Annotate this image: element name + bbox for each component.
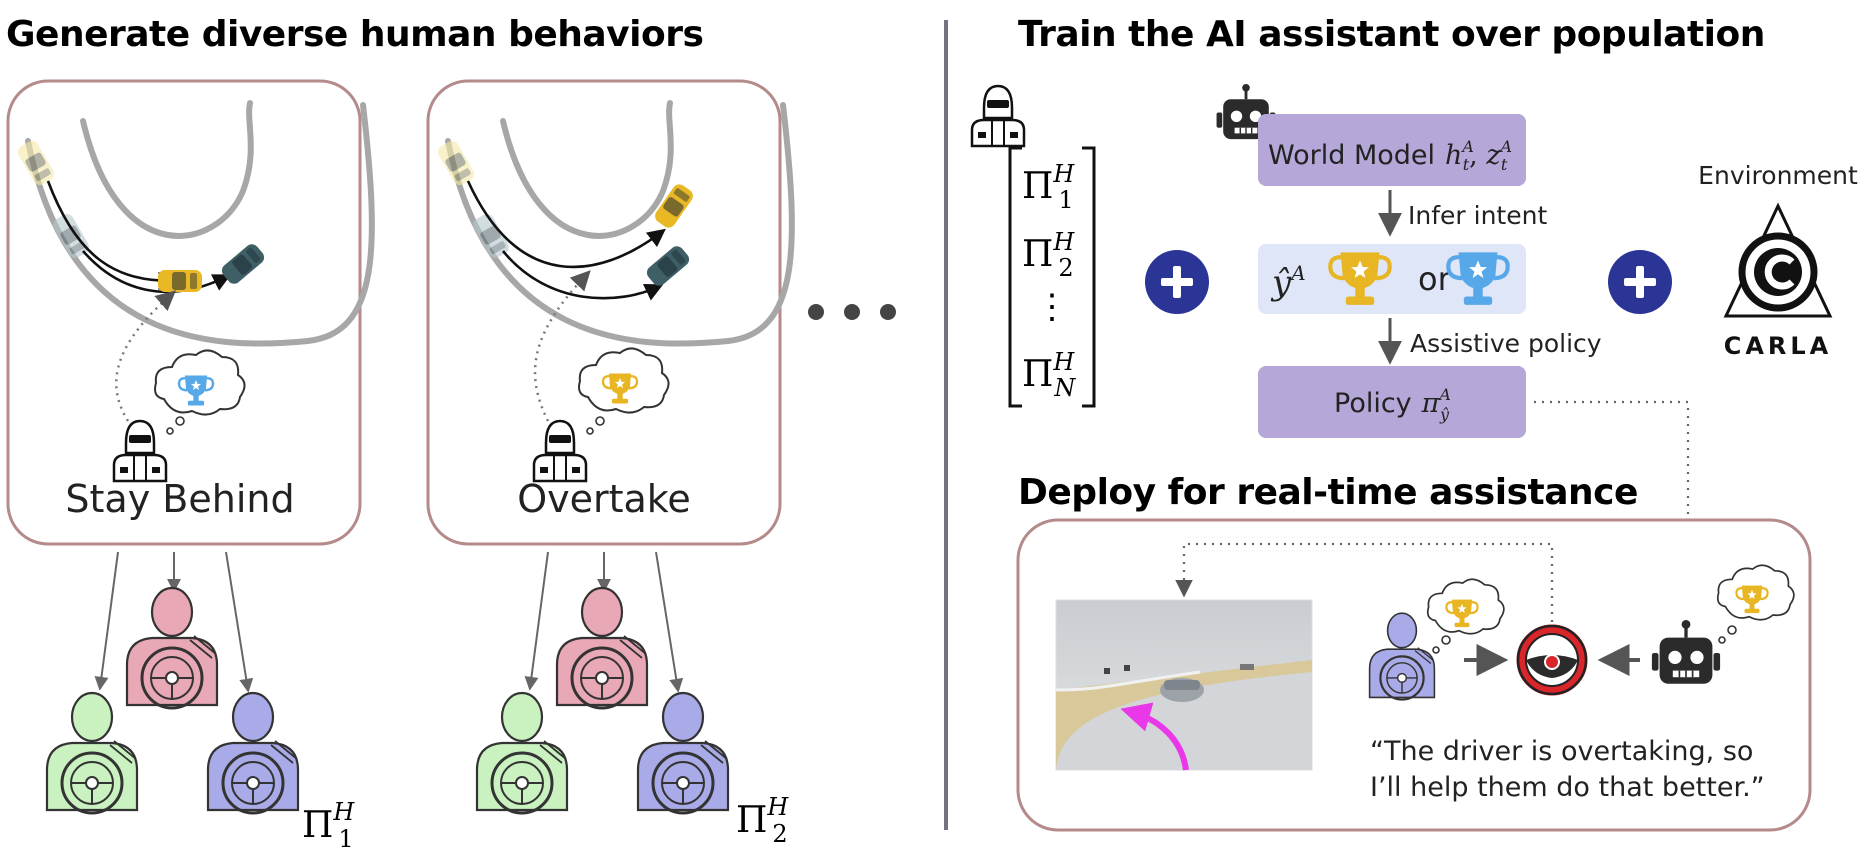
green-driver-icon	[475, 691, 569, 815]
plus-icon	[1608, 250, 1672, 314]
overtake-label: Overtake	[517, 477, 691, 521]
track-inner-line	[80, 100, 254, 239]
racer-driver-icon	[970, 84, 1026, 148]
ellipsis	[808, 304, 896, 320]
matrix-right-bracket	[1082, 146, 1096, 408]
intent-or-label: or	[1418, 260, 1452, 298]
carla-logo-icon	[1723, 202, 1833, 318]
trajectory-arrow	[501, 250, 664, 301]
spawn-arrow	[94, 551, 119, 691]
purple-driver-icon	[206, 691, 300, 815]
yellow-car-icon	[158, 270, 202, 292]
magenta-turn-arrow	[1120, 702, 1189, 771]
world-model-box	[1258, 114, 1526, 186]
intent-box	[1258, 244, 1526, 314]
plus-icon	[1145, 250, 1209, 314]
ellipsis-dot	[808, 304, 824, 320]
policy-box	[1258, 366, 1526, 438]
spawn-arrow	[225, 551, 254, 693]
assistive-policy-label: Assistive policy	[1410, 329, 1602, 358]
track-outer-line	[25, 102, 375, 347]
green-driver-icon	[45, 691, 139, 815]
track-outer-line	[445, 102, 795, 347]
ellipsis-dot	[880, 304, 896, 320]
thought-bubble-dot	[586, 427, 594, 435]
environment-label: Environment	[1698, 161, 1858, 190]
pink-driver-icon	[555, 586, 649, 710]
panel-overtake-border	[426, 79, 782, 546]
thought-bubble-dot	[166, 427, 174, 435]
spawn-arrow	[524, 551, 549, 691]
left-heading: Generate diverse human behaviors	[6, 14, 703, 55]
panel-stay-behind: Stay Behind	[6, 79, 375, 546]
simulator-view	[1055, 599, 1313, 771]
matrix-left-bracket	[1008, 146, 1022, 408]
right-heading: Train the AI assistant over population	[1018, 14, 1765, 55]
steering-wheel-icon	[1516, 624, 1588, 696]
pink-driver-icon	[125, 586, 219, 710]
thought-bubble-dot	[1432, 646, 1440, 654]
quote-line-1: “The driver is overtaking, so	[1370, 736, 1753, 767]
carla-wordmark: CARLA	[1724, 332, 1833, 360]
track-inner-line	[500, 100, 674, 239]
stay-behind-label: Stay Behind	[65, 477, 294, 521]
trajectory-arrow	[82, 250, 232, 294]
population-vdots: ⋮	[1035, 287, 1069, 327]
thought-bubble-dot	[1727, 625, 1737, 635]
infer-intent-label: Infer intent	[1408, 201, 1547, 230]
thought-bubble-dot	[1441, 635, 1451, 645]
deploy-heading: Deploy for real-time assistance	[1018, 472, 1638, 513]
purple-driver-icon	[636, 691, 730, 815]
intent-variable: ŷA	[1270, 261, 1306, 303]
dotted-intent-arrow	[115, 290, 177, 422]
panel-overtake: Overtake	[426, 79, 795, 546]
trajectory-arrow	[466, 180, 666, 269]
thought-bubble-dot	[1718, 636, 1726, 644]
policy-deploy-connector	[1534, 400, 1697, 606]
thought-bubble-dot	[175, 416, 185, 426]
trajectory-arrow	[46, 180, 177, 291]
panel-stay-behind-border	[6, 79, 362, 546]
quote-line-2: I’ll help them do that better.”	[1370, 772, 1765, 803]
ellipsis-dot	[844, 304, 860, 320]
thought-bubble-dot	[595, 416, 605, 426]
spawn-arrow	[655, 551, 684, 693]
